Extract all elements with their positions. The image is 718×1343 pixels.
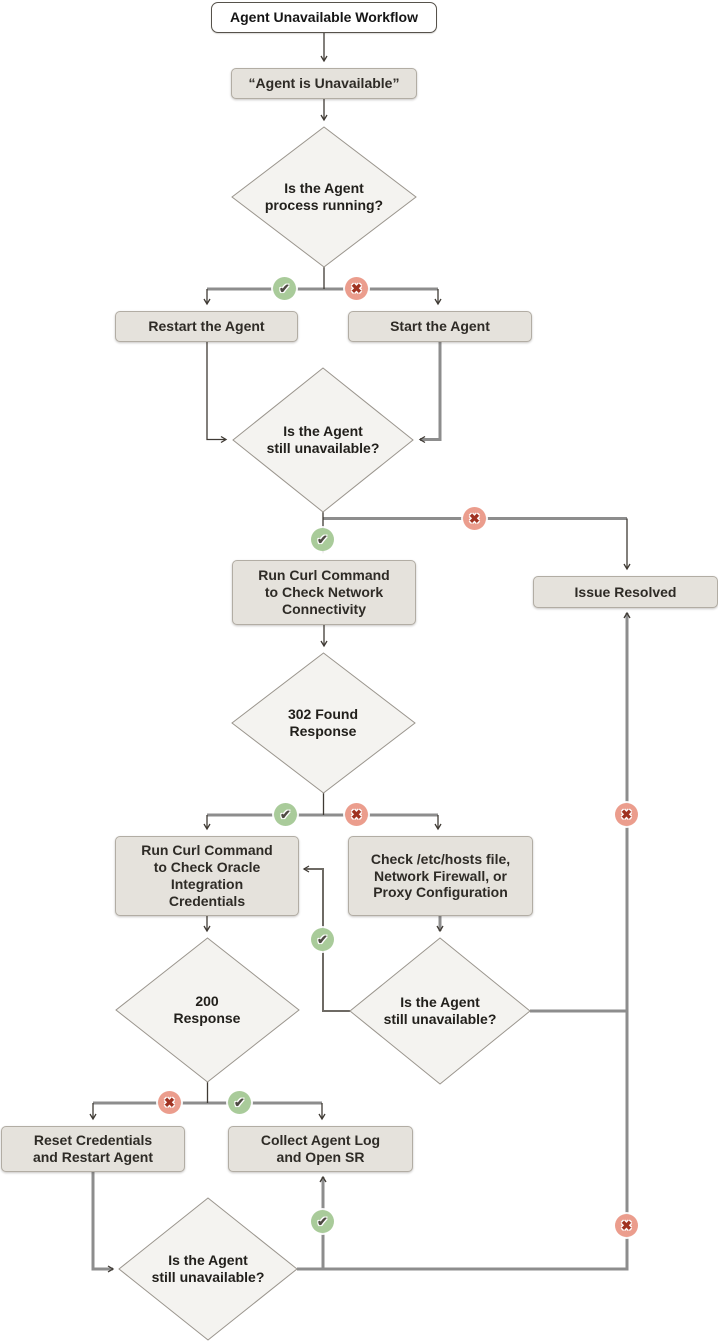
diamond-still1-label: Is the Agent still unavailable? <box>266 423 380 456</box>
diamond-200-label: 200 Response <box>173 993 241 1026</box>
x-glyph: ✖ <box>351 281 362 296</box>
diamond-still2-shape <box>349 937 531 1085</box>
check-glyph: ✔ <box>280 807 291 822</box>
node-collect-log: Collect Agent Log and Open SR <box>228 1126 413 1172</box>
loop-yes-check-icon: ✔ <box>311 928 334 951</box>
branch1-no-x-icon: ✖ <box>345 277 368 300</box>
node-issue-resolved: Issue Resolved <box>533 576 718 608</box>
diamond-process-shape <box>231 126 417 268</box>
bottom-no-x-icon: ✖ <box>615 1214 638 1237</box>
branch3-no-x-icon: ✖ <box>345 803 368 826</box>
branch4-no-x-icon: ✖ <box>158 1091 181 1114</box>
node-restart-agent: Restart the Agent <box>115 311 298 342</box>
edge-start-agent-to-still1 <box>418 342 442 444</box>
bottom-yes-check-icon: ✔ <box>311 1210 334 1233</box>
check-glyph: ✔ <box>317 932 328 947</box>
check-glyph: ✔ <box>234 1095 245 1110</box>
node-curl-network: Run Curl Command to Check Network Connec… <box>232 560 416 625</box>
node-curl-credentials: Run Curl Command to Check Oracle Integra… <box>115 836 299 916</box>
check-glyph: ✔ <box>317 532 328 547</box>
x-glyph: ✖ <box>621 1218 632 1233</box>
node-check-hosts: Check /etc/hosts file, Network Firewall,… <box>348 836 533 916</box>
diamond-200-shape <box>115 937 300 1083</box>
branch3-yes-check-icon: ✔ <box>274 803 297 826</box>
branch4-yes-check-icon: ✔ <box>228 1091 251 1114</box>
node-agent-unavailable: “Agent is Unavailable” <box>231 68 417 99</box>
diamond-still1-shape <box>232 367 414 513</box>
node-start-agent: Start the Agent <box>348 311 532 342</box>
node-title: Agent Unavailable Workflow <box>211 2 437 33</box>
x-glyph: ✖ <box>164 1095 175 1110</box>
node-reset-credentials: Reset Credentials and Restart Agent <box>1 1126 185 1172</box>
check-glyph: ✔ <box>279 281 290 296</box>
diamond-still3-shape <box>118 1197 298 1341</box>
edge-restart-to-still1 <box>206 342 228 444</box>
diamond-302-label: 302 Found Response <box>287 706 358 739</box>
edge-reset-credentials-to-still3 <box>91 1172 115 1273</box>
diamond-302-shape <box>231 652 416 794</box>
branch1-yes-check-icon: ✔ <box>273 277 296 300</box>
branch2-no-x-icon: ✖ <box>463 507 486 530</box>
x-glyph: ✖ <box>469 511 480 526</box>
x-glyph: ✖ <box>351 807 362 822</box>
x-glyph: ✖ <box>621 807 632 822</box>
branch2-yes-check-icon: ✔ <box>311 528 334 551</box>
diamond-still2-label: Is the Agent still unavailable? <box>383 994 497 1027</box>
diamond-still3-label: Is the Agent still unavailable? <box>151 1252 265 1285</box>
right-rail-upper-no-x-icon: ✖ <box>615 803 638 826</box>
diamond-process-label: Is the Agent process running? <box>264 180 384 213</box>
check-glyph: ✔ <box>317 1214 328 1229</box>
